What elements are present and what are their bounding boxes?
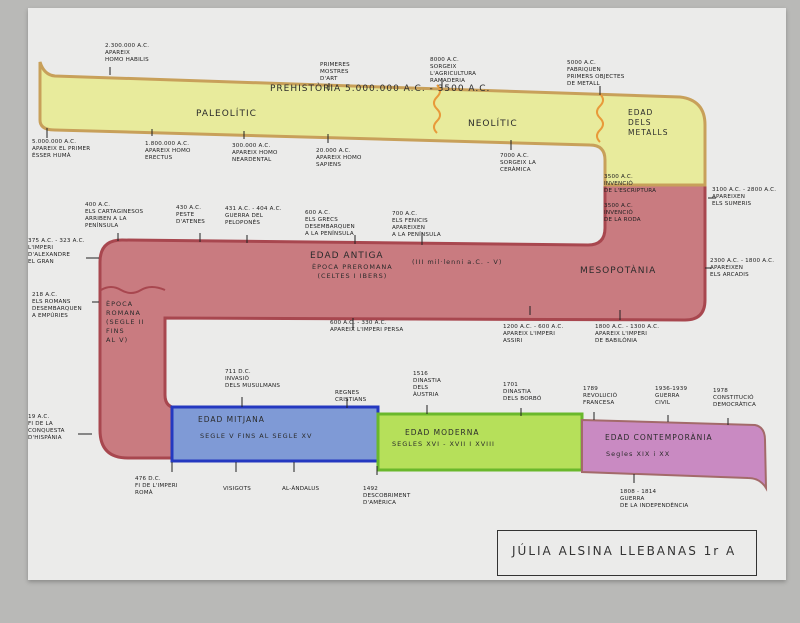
contemporary-band	[581, 418, 768, 492]
edat-antiga-sub: Època preromana (celtes i ibers)	[312, 263, 393, 280]
annotation: 3100 a.C. - 2800 a.C. Apareixen els sume…	[712, 187, 777, 207]
edat-mitjana-label: EDAD MITJANA	[198, 415, 265, 424]
annotation: 19 a.C. Fi de la conquesta d'Hispània	[28, 414, 65, 441]
annotation: 1492 Descobriment d'Amèrica	[363, 486, 411, 506]
annotation: 1789 Revolució Francesa	[583, 386, 618, 406]
metals-divider	[596, 93, 604, 143]
annotation: 430 a.C. Peste d'Atenes	[176, 205, 206, 225]
annotation: 1.800.000 a.C. Apareix Homo Erectus	[145, 141, 191, 161]
annotation: 1701 Dinastia dels Borbó	[503, 382, 542, 402]
prehistoria-label: PREHISTÒRIA 5.000.000 a.C. - 3500 a.C.	[270, 84, 491, 94]
annotation: 1200 a.C. - 600 a.C. Apareix l'Imperi as…	[503, 324, 564, 344]
edat-contemporania-sub: Segles XIX i XX	[606, 450, 671, 458]
annotation: 5000 a.C. Fabriquen primers objectes de …	[567, 60, 625, 87]
annotation: 700 a.C. Els fenicis apareixen a la pení…	[392, 211, 441, 238]
roman-divider	[100, 286, 166, 294]
annotation: 711 d.C. Invasió dels musulmans	[225, 369, 281, 389]
annotation: 600 a.C. Els grecs desembarquen a la pen…	[305, 210, 355, 237]
metalls-label: EDAD DELS METALLS	[628, 108, 669, 137]
neolithic-divider	[433, 84, 441, 134]
edat-moderna-sub: Segles XVI - XVII i XVIII	[392, 440, 495, 448]
annotation: 1936-1939 Guerra civil	[655, 386, 688, 406]
annotation: 3500 a.C. Invenció de la roda	[604, 203, 641, 223]
annotation: Primeres mostres d'art	[320, 62, 350, 82]
middle-ages-band	[170, 405, 380, 463]
annotation: 400 a.C. Els cartaginesos arriben a la p…	[85, 202, 144, 229]
edat-antiga-range: (III mil·lenni a.C. - V)	[412, 258, 503, 266]
antiquity-band	[98, 181, 707, 460]
author-name: JÚLIA ALSINA LLEBANAS 1r A	[512, 544, 737, 558]
annotation: 5.000.000 a.C. Apareix el primer ésser h…	[32, 139, 91, 159]
tick-marks	[46, 67, 729, 483]
annotation: 20.000 a.C. Apareix Homo Sapiens	[316, 148, 362, 168]
author-box: JÚLIA ALSINA LLEBANAS 1r A	[497, 530, 757, 576]
annotation: 600 a.C. - 330 a.C. Apareix l'Imperi per…	[330, 320, 404, 333]
annotation: Al-Àndalus	[282, 486, 320, 492]
annotation: 7000 a.C. Sorgeix la ceràmica	[500, 153, 537, 173]
annotation: 8000 a.C. Sorgeix l'agricultura ramaderi…	[430, 57, 477, 84]
annotation: 2300 a.C. - 1800 a.C. Apareixen els arca…	[710, 258, 775, 278]
annotation: 1808 - 1814 Guerra de la Independència	[620, 489, 689, 509]
annotation: 2.300.000 a.C. Apareix Homo habilis	[105, 43, 150, 63]
annotation: Regnes cristians	[335, 390, 367, 403]
annotation: 476 d.C. Fi de l'Imperi romà	[135, 476, 178, 496]
edat-moderna-label: EDAD MODERNA	[405, 428, 480, 437]
annotation: 431 a.C. - 404 a.C. Guerra del Peloponès	[225, 206, 282, 226]
annotation: 1516 Dinastia dels Àustria	[413, 371, 442, 398]
mesopotamia-label: MESOPOTÀNIA	[580, 266, 657, 276]
edat-mitjana-sub: Segle V fins al segle XV	[200, 432, 313, 440]
prehistory-band	[38, 61, 707, 187]
epoca-romana-label: ÈPOCA ROMANA (segle II fins al V)	[106, 300, 145, 344]
annotation: 1978 Constitució democràtica	[713, 388, 757, 408]
paleolitic-label: PALEOLÍTIC	[196, 109, 257, 119]
neolitic-label: NEOLÍTIC	[468, 119, 518, 129]
annotation: 218 a.C. Els romans desembarquen a Empúr…	[32, 292, 82, 319]
annotation: Visigots	[223, 486, 251, 492]
annotation: 300.000 a.C. Apareix Homo Neardental	[232, 143, 278, 163]
annotation: 3500 a.C. Invenció de l'escriptura	[604, 174, 657, 194]
edat-antiga-label: EDAD ANTIGA	[310, 251, 384, 261]
annotation: 375 a.C. - 323 a.C. L'Imperi d'Alexandre…	[28, 238, 85, 265]
annotation: 1800 a.C. - 1300 a.C. Apareix l'Imperi d…	[595, 324, 660, 344]
edat-contemporania-label: EDAD CONTEMPORÀNIA	[605, 433, 713, 442]
